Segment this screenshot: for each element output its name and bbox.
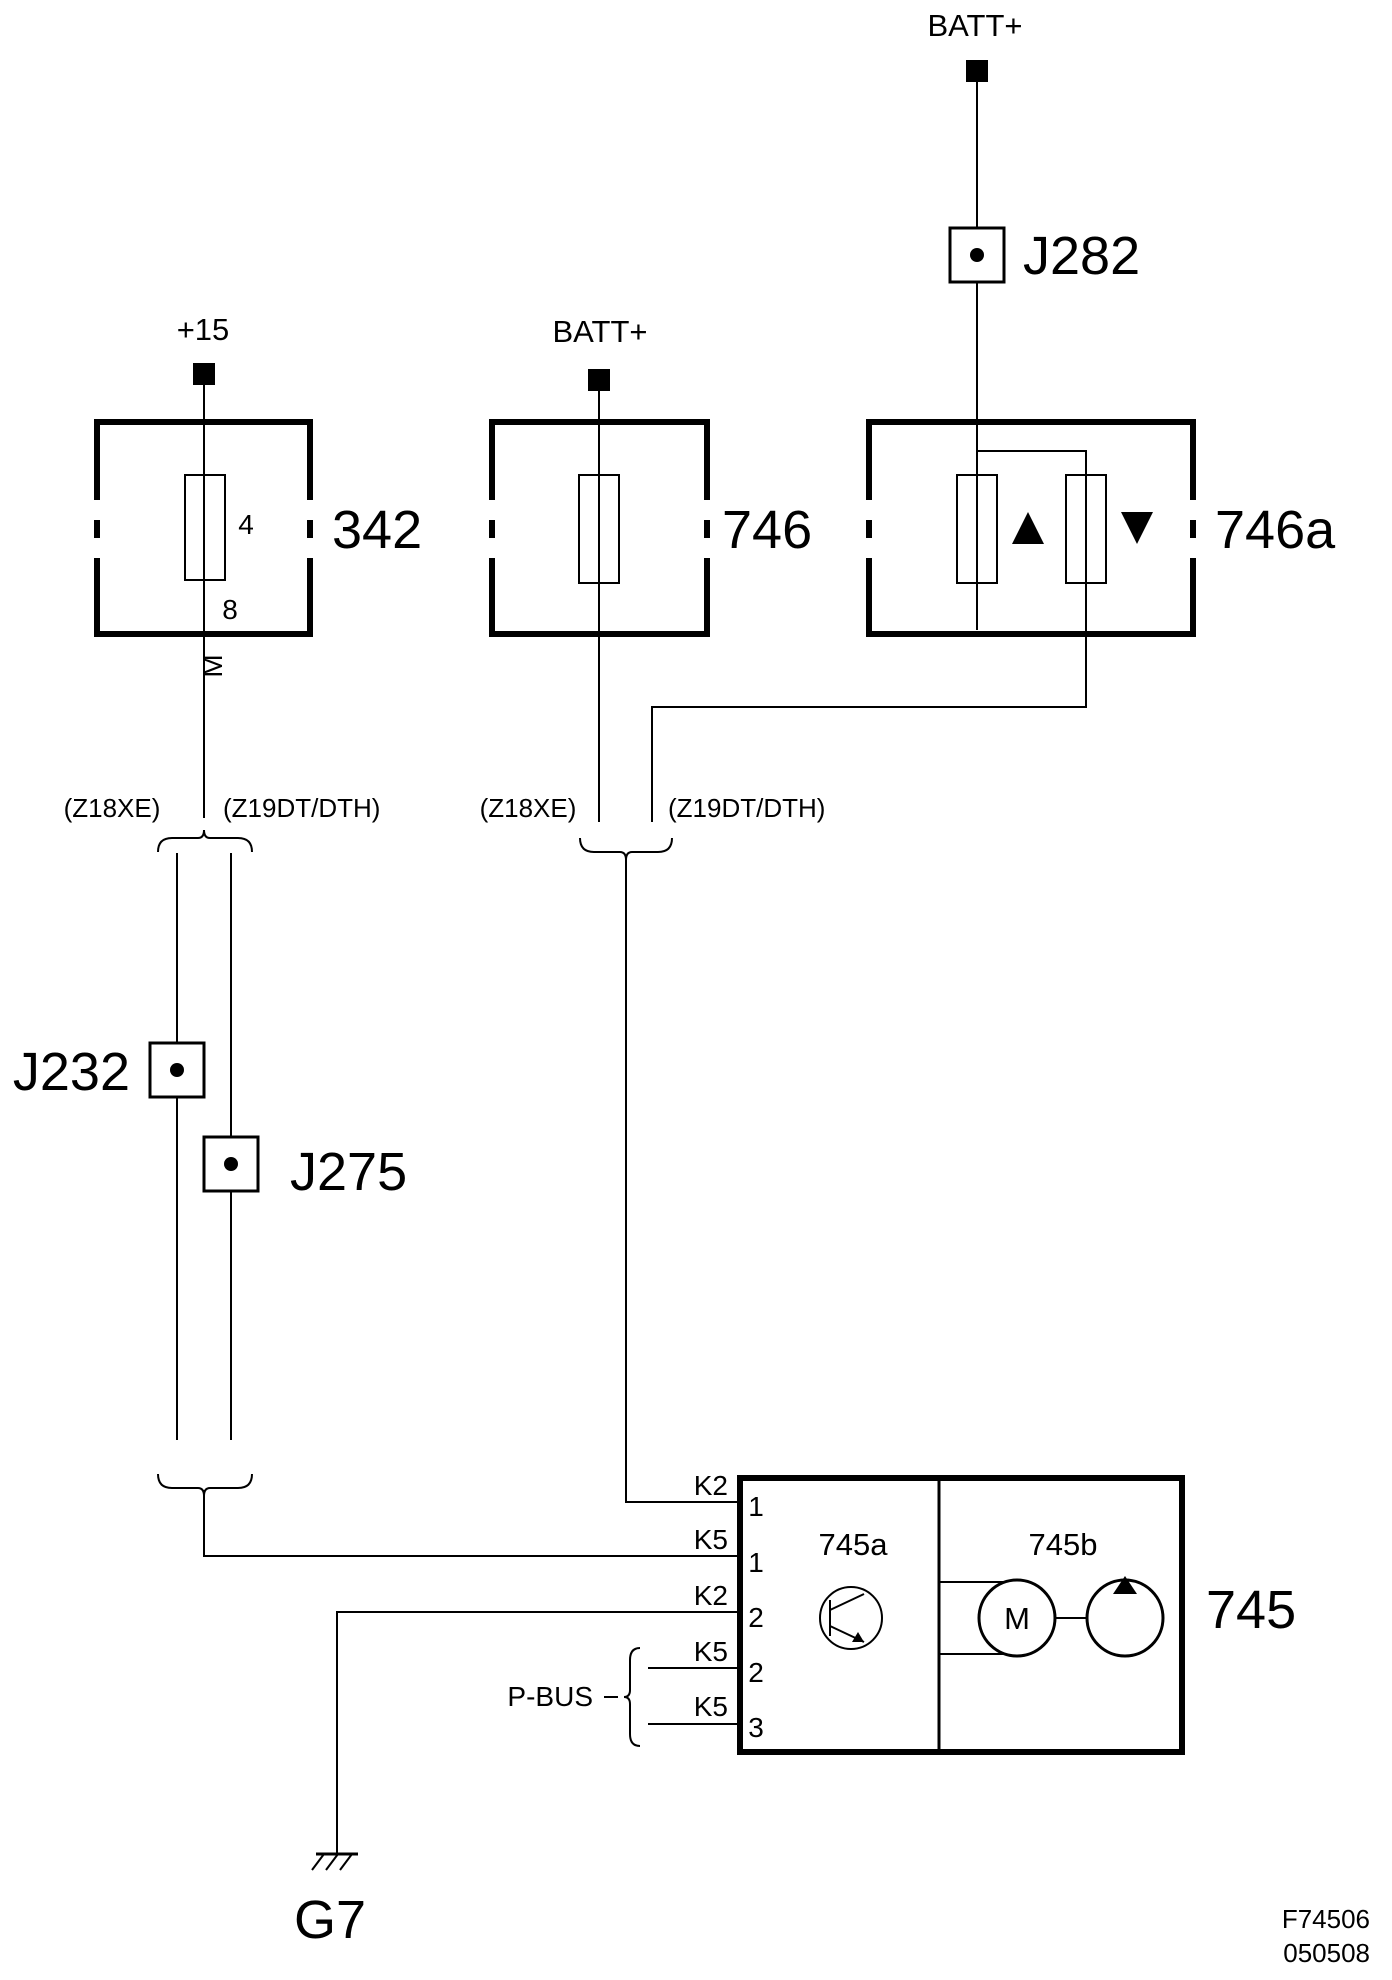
connector-id: K2 — [694, 1470, 728, 1501]
terminal-plus15 — [193, 363, 215, 385]
connector-pin: 1 — [748, 1547, 764, 1578]
component-745a-label: 745a — [819, 1527, 889, 1562]
supply-batt-mid-label: BATT+ — [552, 314, 647, 349]
wire-ground — [336, 1611, 740, 1853]
splice-j275-box — [202, 1135, 260, 1193]
component-342: 4 8 342 M — [94, 419, 422, 678]
component-746a-outline — [866, 419, 1196, 637]
splice-j275: J275 — [202, 1135, 407, 1202]
supply-batt-top-label: BATT+ — [927, 8, 1022, 43]
connector-pin: 2 — [748, 1602, 764, 1633]
splice-j232-label: J232 — [13, 1042, 130, 1102]
supply-batt-top: BATT+ — [927, 8, 1023, 82]
pump-arrow-icon — [1113, 1576, 1137, 1594]
supply-plus15: +15 — [177, 312, 230, 385]
component-745-outline — [737, 1475, 1185, 1755]
component-745b-label: 745b — [1029, 1527, 1098, 1562]
variant-left-z19: (Z19DT/DTH) — [223, 793, 380, 823]
splice-j282: J282 — [948, 226, 1140, 286]
component-342-outline — [94, 419, 313, 637]
component-746a: 746a — [866, 419, 1336, 637]
component-746-outline — [489, 419, 710, 637]
wire-746a-out — [651, 467, 1087, 822]
footer-date: 050508 — [1283, 1938, 1370, 1968]
terminal-batt-mid — [588, 369, 610, 391]
variant-mid: (Z18XE) (Z19DT/DTH) — [480, 793, 825, 861]
ground-label: G7 — [294, 1890, 366, 1950]
component-746: 746 — [489, 419, 812, 637]
supply-plus15-label: +15 — [177, 312, 230, 347]
wire-746a-bridge — [976, 450, 1087, 467]
arrow-up-icon — [1012, 512, 1044, 544]
connector-row: K5 3 — [694, 1691, 764, 1743]
splice-j275-label: J275 — [290, 1142, 407, 1202]
pbus: P-BUS — [507, 1647, 641, 1747]
connector-row: K5 1 — [694, 1524, 764, 1578]
component-342-label: 342 — [332, 500, 422, 560]
fuse-342-pin-bottom: 8 — [222, 594, 238, 625]
transistor-icon — [819, 1586, 883, 1650]
ground-g7: G7 — [294, 1852, 366, 1950]
wire-mark-m: M — [197, 654, 228, 677]
splice-j232-box — [148, 1041, 206, 1099]
branch-brace-left-bottom — [157, 1473, 253, 1497]
connector-pin: 1 — [748, 1491, 764, 1522]
pbus-label: P-BUS — [507, 1681, 593, 1712]
supply-batt-mid: BATT+ — [552, 314, 648, 391]
connector-745-rows: K2 1 K5 1 K2 2 K5 2 K5 3 — [694, 1470, 764, 1743]
connector-pin: 2 — [748, 1657, 764, 1688]
connector-row: K5 2 — [694, 1636, 764, 1688]
connector-row: K2 2 — [694, 1580, 764, 1633]
component-746a-label: 746a — [1215, 500, 1336, 560]
splice-j232: J232 — [13, 1041, 206, 1102]
wire-to-k5-1 — [203, 1490, 740, 1557]
motor-label: M — [1004, 1601, 1030, 1636]
component-746-label: 746 — [722, 500, 812, 560]
footer: F74506 050508 — [1282, 1904, 1370, 1968]
branch-brace-mid — [579, 837, 673, 861]
connector-id: K5 — [694, 1691, 728, 1722]
pbus-brace — [623, 1647, 641, 1747]
connector-id: K5 — [694, 1636, 728, 1667]
arrow-down-icon — [1121, 512, 1153, 544]
variant-left: (Z18XE) (Z19DT/DTH) — [64, 793, 380, 1497]
wire-to-k2-1 — [625, 858, 740, 1503]
connector-pin: 3 — [748, 1712, 764, 1743]
connector-id: K2 — [694, 1580, 728, 1611]
variant-mid-z18: (Z18XE) — [480, 793, 577, 823]
fuse-342-pin-top: 4 — [238, 509, 254, 540]
terminal-batt-top — [966, 60, 988, 82]
variant-mid-z19: (Z19DT/DTH) — [668, 793, 825, 823]
branch-brace-left-top — [157, 829, 253, 853]
connector-id: K5 — [694, 1524, 728, 1555]
component-745-label: 745 — [1206, 1580, 1296, 1640]
variant-left-z18: (Z18XE) — [64, 793, 161, 823]
connector-row: K2 1 — [694, 1470, 764, 1522]
component-745: 745 745a 745b M — [737, 1475, 1296, 1755]
splice-j282-label: J282 — [1023, 226, 1140, 286]
footer-code: F74506 — [1282, 1904, 1370, 1934]
